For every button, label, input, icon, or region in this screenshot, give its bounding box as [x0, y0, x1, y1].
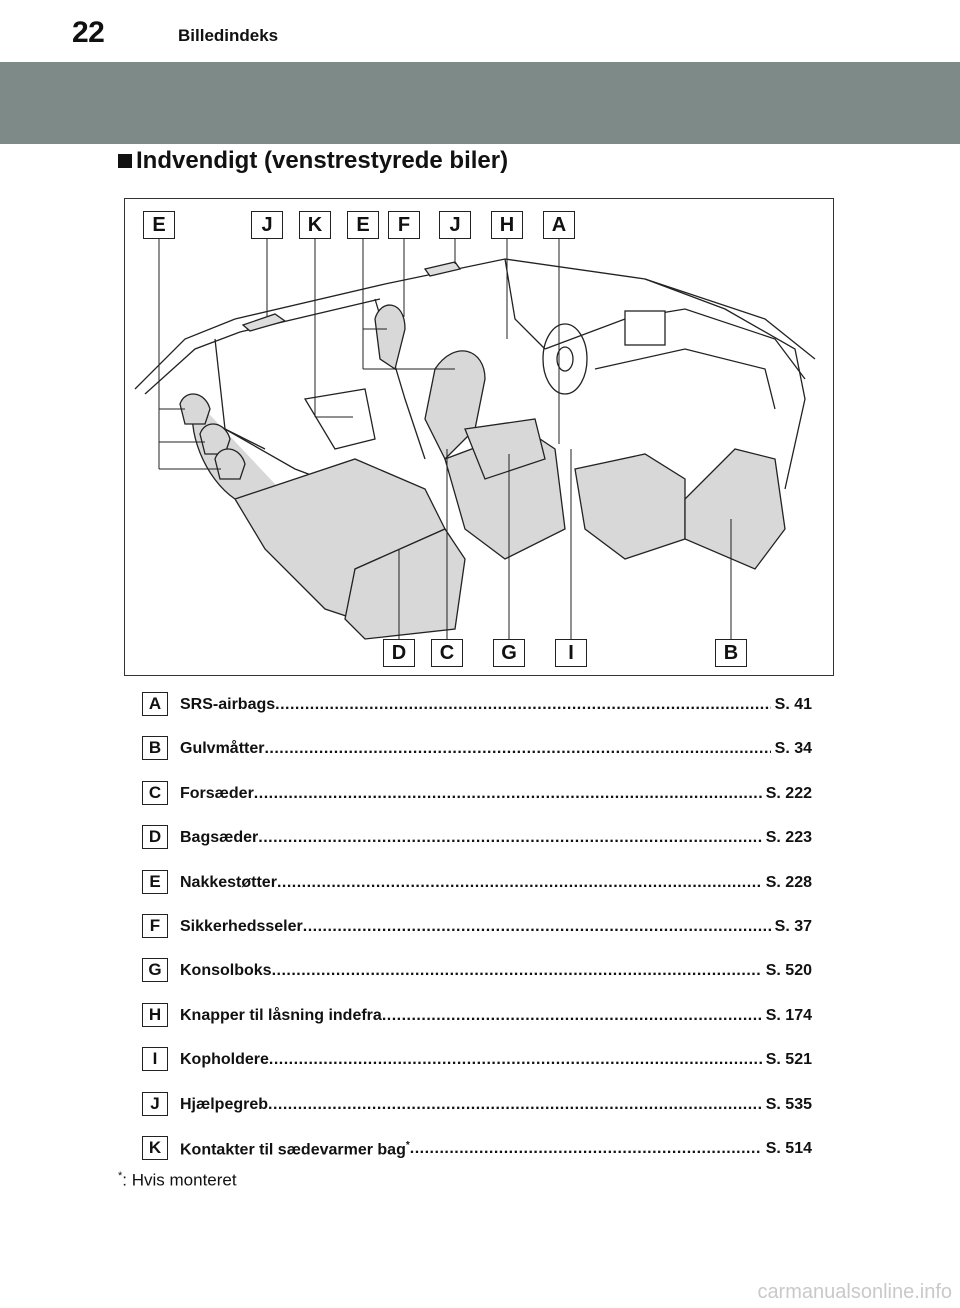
item-label: Kontakter til sædevarmer bag* [180, 1140, 410, 1159]
callout-j: J [251, 211, 283, 239]
item-label: Konsolboks [180, 962, 272, 980]
footnote-text: : Hvis monteret [122, 1170, 237, 1190]
callout-g: G [493, 639, 525, 667]
callout-f: F [388, 211, 420, 239]
item-label: Hjælpegreb [180, 1095, 269, 1113]
item-letter: C [142, 780, 168, 805]
item-page: S. 228 [765, 873, 812, 891]
square-bullet-icon [118, 154, 132, 168]
item-label: SRS-airbags [180, 696, 276, 713]
list-item: I Kopholdere S. 521 [142, 1043, 812, 1087]
callout-j: J [439, 211, 471, 239]
item-page: S. 520 [765, 962, 812, 980]
item-page: S. 37 [774, 917, 812, 935]
page-header: 22 Billedindeks [0, 0, 960, 58]
footnote: *: Hvis monteret [118, 1170, 237, 1191]
watermark: carmanualsonline.info [757, 1281, 952, 1303]
list-item: E Nakkestøtter S. 228 [142, 866, 812, 910]
index-list: A SRS-airbags S. 41 B Gulvmåtter S. 34 C F… [142, 688, 812, 1176]
item-label: Forsæder [180, 784, 254, 802]
item-label: Nakkestøtter [180, 873, 277, 891]
callout-a: A [543, 211, 575, 239]
callout-e: E [143, 211, 175, 239]
car-interior-drawing [134, 237, 816, 640]
list-item: D Bagsæder S. 223 [142, 821, 812, 865]
item-label: Knapper til låsning indefra [180, 1006, 382, 1024]
list-item: A SRS-airbags S. 41 [142, 688, 812, 732]
item-letter: A [142, 692, 168, 716]
item-page: S. 521 [765, 1051, 812, 1069]
list-item: B Gulvmåtter S. 34 [142, 732, 812, 776]
item-page: S. 41 [774, 696, 812, 713]
list-item: J Hjælpegreb S. 535 [142, 1088, 812, 1132]
item-label: Sikkerhedsseler [180, 917, 303, 935]
footnote-mark: * [405, 1139, 410, 1151]
item-page: S. 223 [765, 829, 812, 847]
list-item: K Kontakter til sædevarmer bag* S. 514 [142, 1132, 812, 1176]
callout-c: C [431, 639, 463, 667]
section-title-text: Indvendigt (venstrestyrede biler) [136, 147, 509, 174]
item-page: S. 34 [774, 740, 812, 758]
callout-b: B [715, 639, 747, 667]
header-band [0, 62, 960, 144]
item-label: Bagsæder [180, 829, 259, 847]
callout-d: D [383, 639, 415, 667]
callout-h: H [491, 211, 523, 239]
item-letter: I [142, 1047, 168, 1072]
item-label: Kopholdere [180, 1051, 269, 1069]
footnote-mark: * [118, 1170, 123, 1182]
item-label: Gulvmåtter [180, 740, 265, 758]
item-page: S. 535 [765, 1095, 812, 1113]
chapter-title: Billedindeks [178, 26, 279, 45]
item-letter: G [142, 958, 168, 983]
interior-illustration: E J K E F J H A D C G I B [124, 198, 834, 676]
item-page: S. 222 [765, 784, 812, 802]
list-item: H Knapper til låsning indefra S. 174 [142, 999, 812, 1043]
item-label-text: Kontakter til sædevarmer bag [180, 1141, 406, 1159]
item-letter: D [142, 825, 168, 850]
item-page: S. 174 [765, 1006, 812, 1024]
item-page: S. 514 [765, 1139, 812, 1157]
item-letter: F [142, 913, 168, 938]
list-item: F Sikkerhedsseler S. 37 [142, 910, 812, 954]
section-title: Indvendigt (venstrestyrede biler) [118, 147, 508, 175]
callout-e: E [347, 211, 379, 239]
item-letter: H [142, 1002, 168, 1027]
item-letter: E [142, 869, 168, 894]
callout-i: I [555, 639, 587, 667]
page-number: 22 [72, 16, 105, 49]
item-letter: K [142, 1135, 168, 1160]
item-letter: J [142, 1091, 168, 1116]
list-item: G Konsolboks S. 520 [142, 954, 812, 998]
item-letter: B [142, 736, 168, 761]
list-item: C Forsæder S. 222 [142, 777, 812, 821]
callout-k: K [299, 211, 331, 239]
